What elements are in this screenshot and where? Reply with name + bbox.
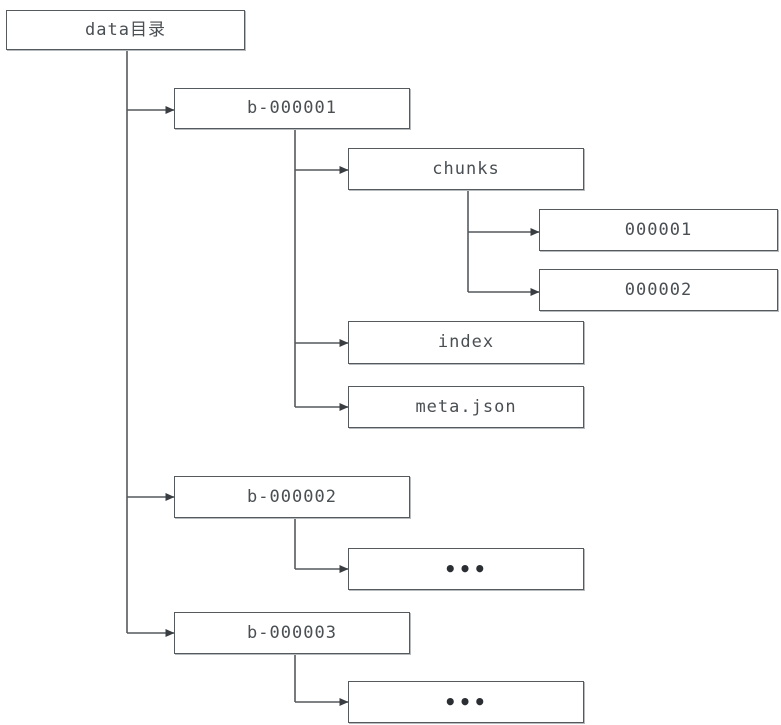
node-index[interactable]: index — [348, 321, 584, 364]
node-chunk-000002[interactable]: 000002 — [539, 269, 778, 311]
node-b-000002-more[interactable]: ••• — [348, 548, 584, 590]
node-label-b-000003: b-000003 — [247, 622, 337, 643]
node-label-b-000002-more: ••• — [443, 557, 489, 581]
node-label-chunk-000002: 000002 — [624, 279, 693, 300]
node-label-index: index — [437, 332, 495, 352]
node-meta-json[interactable]: meta.json — [348, 386, 584, 428]
node-label-b-000001: b-000001 — [247, 98, 337, 118]
node-label-root: data目录 — [85, 19, 166, 40]
node-label-chunks: chunks — [432, 158, 500, 179]
node-label-chunk-000001: 000001 — [624, 219, 693, 240]
node-label-meta-json: meta.json — [415, 396, 517, 417]
node-label-b-000002: b-000002 — [247, 486, 337, 507]
node-b-000003-more[interactable]: ••• — [348, 681, 584, 723]
node-chunk-000001[interactable]: 000001 — [539, 209, 778, 251]
node-b-000001[interactable]: b-000001 — [174, 88, 410, 129]
trunk-lines — [126, 50, 469, 702]
node-b-000002[interactable]: b-000002 — [174, 476, 410, 518]
node-root[interactable]: data目录 — [6, 10, 245, 50]
arrow-connectors — [127, 106, 540, 706]
node-label-b-000003-more: ••• — [443, 690, 489, 714]
node-b-000003[interactable]: b-000003 — [174, 612, 410, 654]
node-chunks[interactable]: chunks — [348, 148, 584, 190]
